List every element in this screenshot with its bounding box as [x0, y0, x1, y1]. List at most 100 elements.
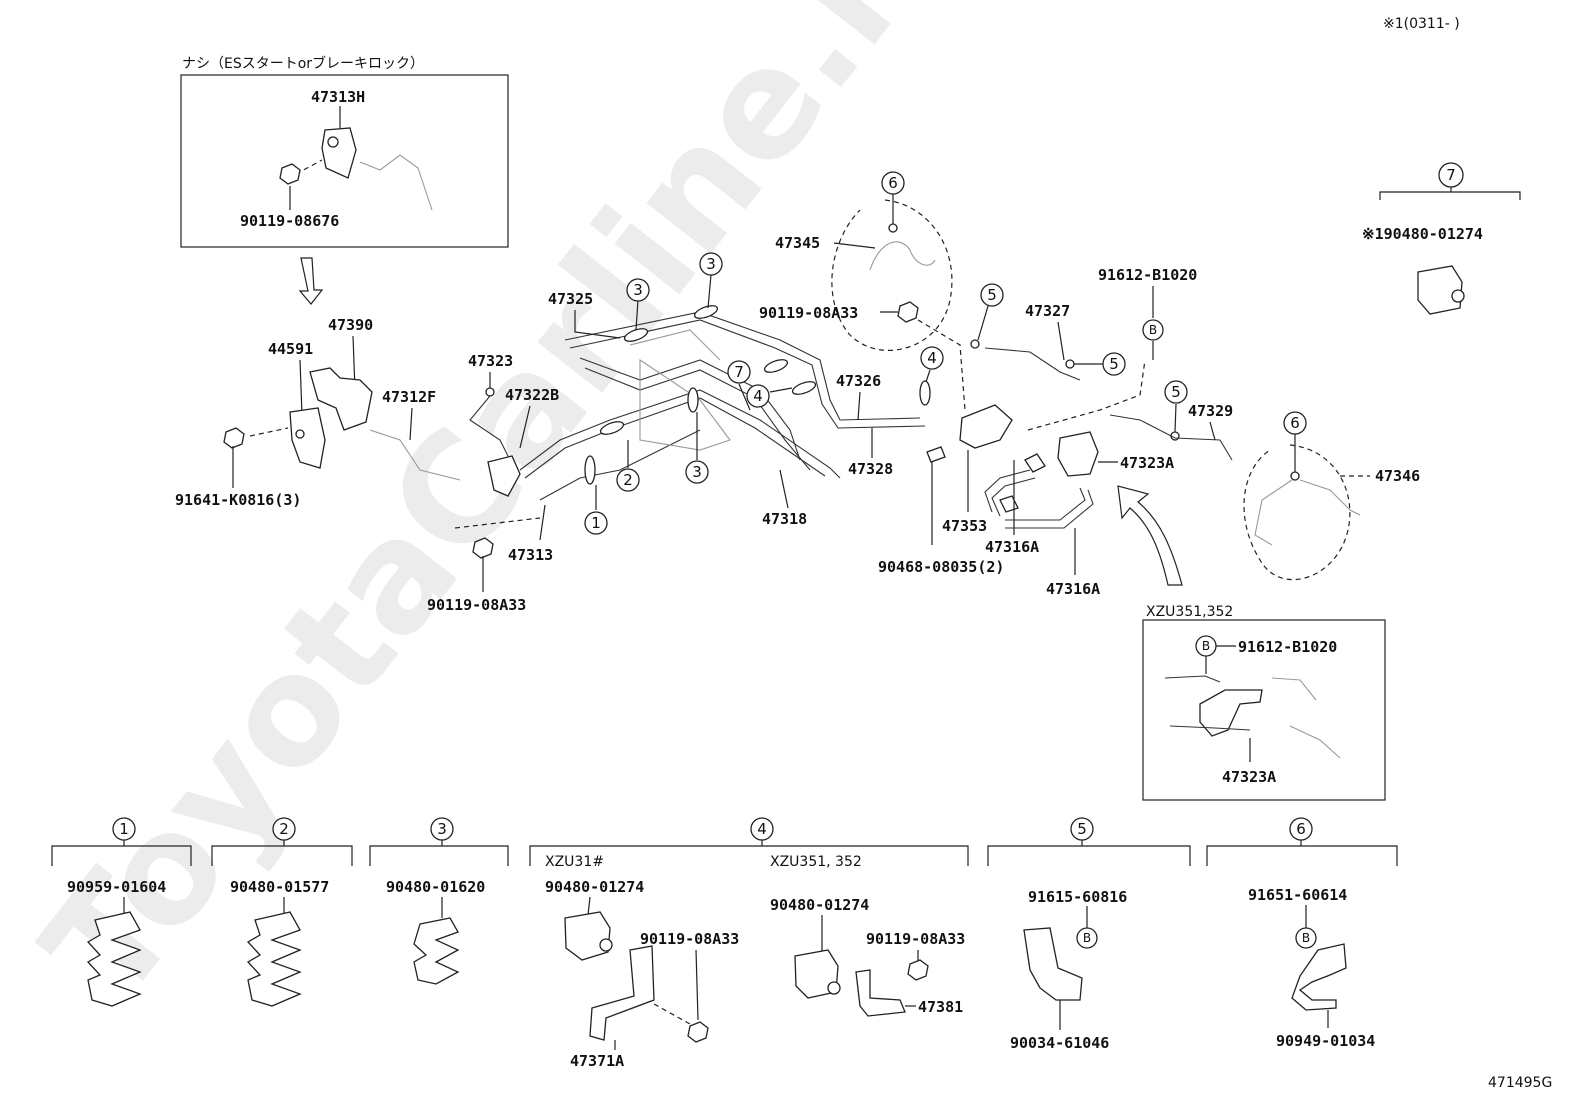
label-47346: 47346	[1375, 467, 1420, 485]
svg-text:2: 2	[623, 471, 633, 489]
svg-text:7: 7	[734, 363, 744, 381]
label-47318: 47318	[762, 510, 807, 528]
figure-code: 471495G	[1488, 1075, 1552, 1091]
svg-text:4: 4	[757, 820, 767, 838]
hose-a	[984, 469, 1031, 513]
group-5-part-b: 90034-61046	[1010, 1034, 1109, 1052]
callout-5-main-c: 5	[1164, 380, 1188, 441]
svg-text:3: 3	[437, 820, 447, 838]
callout-7-main: 7	[727, 360, 751, 411]
label-47390: 47390	[328, 316, 373, 334]
clamp-part-4a	[564, 911, 611, 961]
label-47325: 47325	[548, 290, 593, 308]
svg-text:B: B	[1302, 931, 1310, 945]
group-7: 7 ※190480-01274	[1362, 162, 1521, 315]
label-47316A-a: 47316A	[985, 538, 1039, 556]
group-4-part-b: 90119-08A33	[640, 930, 739, 948]
label-90119-08A33-a: 90119-08A33	[427, 596, 526, 614]
label-47322B: 47322B	[505, 386, 559, 404]
label-47326: 47326	[836, 372, 881, 390]
svg-text:2: 2	[279, 820, 289, 838]
label-47327: 47327	[1025, 302, 1070, 320]
bracket-part-5	[1023, 927, 1083, 1001]
inset-top-frame	[180, 74, 509, 248]
callout-5-main-b: 5	[1065, 352, 1126, 376]
group-4-part-d: 90480-01274	[770, 896, 869, 914]
detail-circle-47346	[1243, 444, 1351, 581]
callout-4-main-a: 4	[746, 384, 793, 408]
label-47345: 47345	[775, 234, 820, 252]
label-47312F: 47312F	[382, 388, 436, 406]
svg-text:1: 1	[119, 820, 129, 838]
bolt-part-4	[897, 301, 919, 323]
callout-3-main-c: 3	[685, 412, 709, 484]
svg-text:B: B	[1083, 931, 1091, 945]
group-4-right-title: XZU351, 352	[770, 854, 862, 870]
group-2: 2 90480-01577	[211, 817, 353, 1007]
label-47328: 47328	[848, 460, 893, 478]
label-47353: 47353	[942, 517, 987, 535]
bolt-part-3	[472, 537, 494, 559]
clamp-part-1	[86, 911, 142, 1007]
clamp-part-2	[246, 911, 302, 1007]
inset-xzu-part-a: 91612-B1020	[1238, 638, 1337, 656]
callout-6-main-b: 6	[1283, 411, 1307, 481]
bolt-part	[279, 163, 301, 185]
label-47313H: 47313H	[311, 88, 365, 106]
callout-3-main-a: 3	[626, 278, 650, 331]
label-47316A-b: 47316A	[1046, 580, 1100, 598]
group-4-part-f: 47381	[918, 998, 963, 1016]
label-47323A: 47323A	[1120, 454, 1174, 472]
svg-text:7: 7	[1446, 166, 1456, 184]
svg-text:3: 3	[692, 463, 702, 481]
callout-1-main: 1	[584, 485, 608, 535]
ref-B-main: B	[1142, 319, 1164, 341]
tee-47323A-part	[1057, 431, 1099, 477]
direction-arrow	[1117, 485, 1183, 586]
group-4-part-c: 47371A	[570, 1052, 624, 1070]
clamp-part-7	[1417, 265, 1463, 315]
callout-5-main-a: 5	[970, 283, 1004, 349]
valve-bracket-part	[289, 407, 326, 469]
inset-xzu-title: XZU351,352	[1146, 604, 1233, 620]
bracket-part-47371A	[589, 945, 655, 1041]
group-5-part-a: 91615-60816	[1028, 888, 1127, 906]
inset-xzu-ref: B	[1202, 639, 1210, 653]
group-3-part: 90480-01620	[386, 878, 485, 896]
callout-2-main: 2	[616, 440, 640, 492]
inset-xzu-part-b: 47323A	[1222, 768, 1276, 786]
svg-text:5: 5	[1077, 820, 1087, 838]
bracket-part-47381	[855, 969, 906, 1017]
hose-b	[1005, 487, 1086, 521]
tee-fitting-part	[487, 455, 521, 497]
group-2-part: 90480-01577	[230, 878, 329, 896]
callout-6-main-a: 6	[881, 171, 905, 233]
group-4-left-title: XZU31#	[545, 854, 604, 870]
group-6-part-b: 90949-01034	[1276, 1032, 1375, 1050]
group-1-part: 90959-01604	[67, 878, 166, 896]
svg-text:1: 1	[591, 514, 601, 532]
label-44591: 44591	[268, 340, 313, 358]
label-90119-08A33-b: 90119-08A33	[759, 304, 858, 322]
bolt-part-2	[223, 427, 245, 449]
label-91612-B1020: 91612-B1020	[1098, 266, 1197, 284]
svg-text:5: 5	[987, 286, 997, 304]
group-4: 4 XZU31# XZU351, 352 90480-01274 90119-0…	[529, 817, 969, 1070]
svg-text:6: 6	[1296, 820, 1306, 838]
sensor-bracket-part	[321, 127, 357, 179]
junction-block-part	[959, 404, 1013, 449]
group-5: 5 91615-60816 B 90034-61046	[987, 817, 1191, 1052]
detail-circle-47345	[831, 199, 953, 351]
callout-4-main-b: 4	[920, 346, 944, 383]
callout-3-main-b: 3	[699, 252, 723, 309]
group-6-part-a: 91651-60614	[1248, 886, 1347, 904]
svg-text:6: 6	[1290, 414, 1300, 432]
header-note: ※1(0311- )	[1383, 16, 1460, 32]
label-190480-01274: ※190480-01274	[1362, 225, 1483, 243]
clamp-part-6	[1291, 943, 1347, 1011]
group-4-part-e: 90119-08A33	[866, 930, 965, 948]
inset-top-title: ナシ（ESスタートorブレーキロック）	[182, 55, 424, 72]
svg-text:6: 6	[888, 174, 898, 192]
label-47323: 47323	[468, 352, 513, 370]
